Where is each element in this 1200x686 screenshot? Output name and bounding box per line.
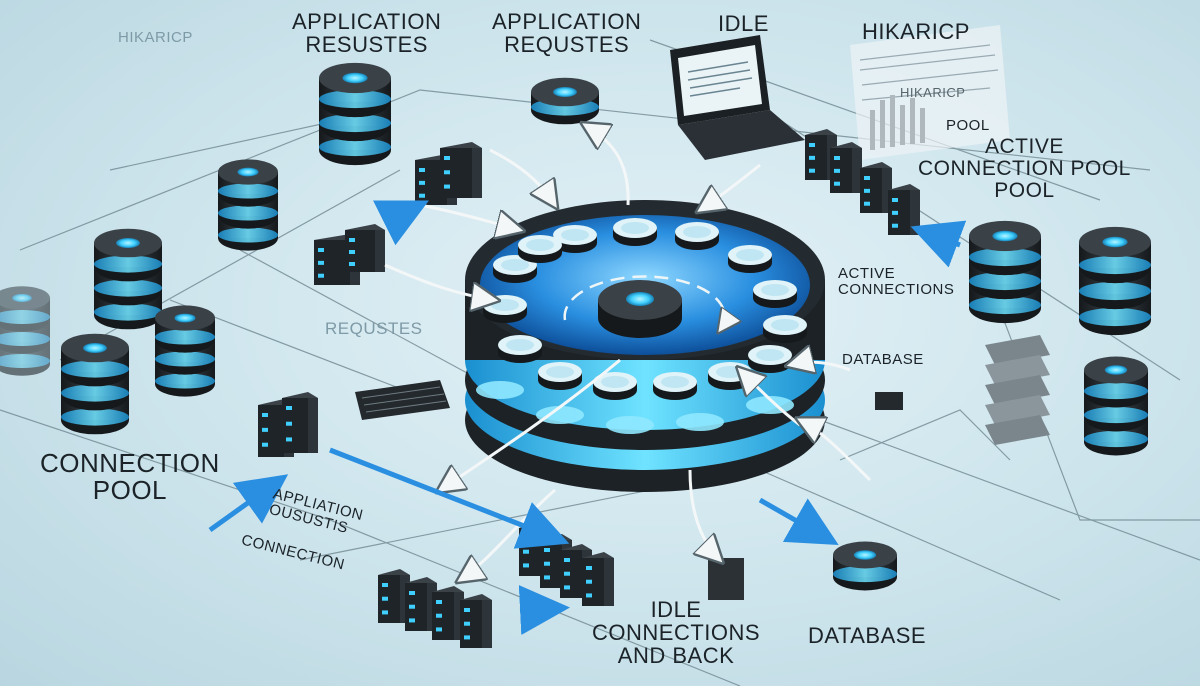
- database-stack-icon: [531, 77, 599, 125]
- label-active-connections: ACTIVE CONNECTIONS: [838, 265, 955, 298]
- label-idle-connections-and-back: IDLE CONNECTIONS AND BACK: [592, 597, 761, 669]
- circular-flow-arrow: [563, 275, 725, 330]
- band-puck-icon: [476, 381, 524, 399]
- database-stack-icon: [155, 305, 215, 397]
- server-rack-icon: [345, 224, 385, 272]
- database-stack-icon: [1079, 226, 1151, 336]
- label-database-right: DATABASE: [842, 351, 924, 368]
- label-active-connection-pool: ACTIVE CONNECTION POOL POOL: [918, 135, 1131, 203]
- connection-puck-icon: [498, 335, 542, 363]
- server-rack-icon: [860, 162, 892, 213]
- server-rack-icon: [460, 594, 492, 648]
- server-rack-icon: [432, 586, 464, 640]
- server-rack-icon: [888, 184, 920, 235]
- connection-puck-icon: [613, 218, 657, 246]
- hikaricp-chart-sheet: [850, 25, 1010, 160]
- flow-arrows: [384, 125, 872, 580]
- server-rack-icon: [440, 142, 482, 198]
- connection-puck-icon: [748, 345, 792, 373]
- database-stacks: [0, 62, 1151, 591]
- server-racks: [258, 129, 920, 648]
- connection-puck-icon: [518, 235, 562, 263]
- band-puck-icon: [676, 413, 724, 431]
- blue-flow-arrows: [208, 200, 967, 635]
- label-application-requests-2: APPLICATION REQUSTES: [492, 9, 642, 58]
- server-rack-icon: [582, 552, 614, 606]
- connection-puck-icon: [593, 372, 637, 400]
- connection-puck-icon: [763, 315, 807, 343]
- database-stack-icon: [0, 286, 50, 376]
- label-database-bottom: DATABASE: [808, 623, 927, 648]
- small-router-icon: [875, 392, 903, 410]
- database-stack-icon: [61, 333, 129, 435]
- database-stack-icon: [319, 62, 391, 166]
- band-puck-icon: [536, 406, 584, 424]
- laptop-icon: [670, 35, 805, 160]
- connection-puck-icon: [553, 225, 597, 253]
- small-server-box-icon: [708, 558, 744, 600]
- keyboard-icon: [355, 380, 450, 420]
- center-connection-puck-icon: [598, 280, 682, 338]
- label-requstes: REQUSTES: [325, 319, 423, 338]
- database-stack-icon: [833, 541, 897, 591]
- connection-puck-icon: [538, 362, 582, 390]
- label-hikaricp: HIKARICP: [862, 19, 970, 44]
- label-hikaricp-sheet: HIKARICP: [900, 85, 966, 100]
- database-stack-icon: [218, 159, 278, 251]
- connection-puck-icon: [753, 280, 797, 308]
- server-rack-icon: [830, 142, 862, 193]
- database-stack-icon: [1084, 356, 1148, 456]
- label-hikaricp-faint: HIKARICP: [118, 29, 193, 46]
- label-application-requests-1: APPLICATION RESUSTES: [292, 9, 442, 58]
- label-connection-pool: CONNECTION POOL: [40, 448, 220, 506]
- connection-puck-ring: [476, 218, 807, 434]
- database-stack-icon: [969, 220, 1041, 324]
- label-pool-small: POOL: [946, 117, 990, 134]
- connection-puck-icon: [728, 245, 772, 273]
- database-stack-icon: [94, 228, 162, 330]
- label-idle-top: IDLE: [718, 11, 769, 36]
- band-puck-icon: [606, 416, 654, 434]
- document-stack-icon: [985, 335, 1050, 445]
- connection-puck-icon: [653, 372, 697, 400]
- server-rack-icon: [282, 392, 318, 453]
- connection-puck-icon: [675, 222, 719, 250]
